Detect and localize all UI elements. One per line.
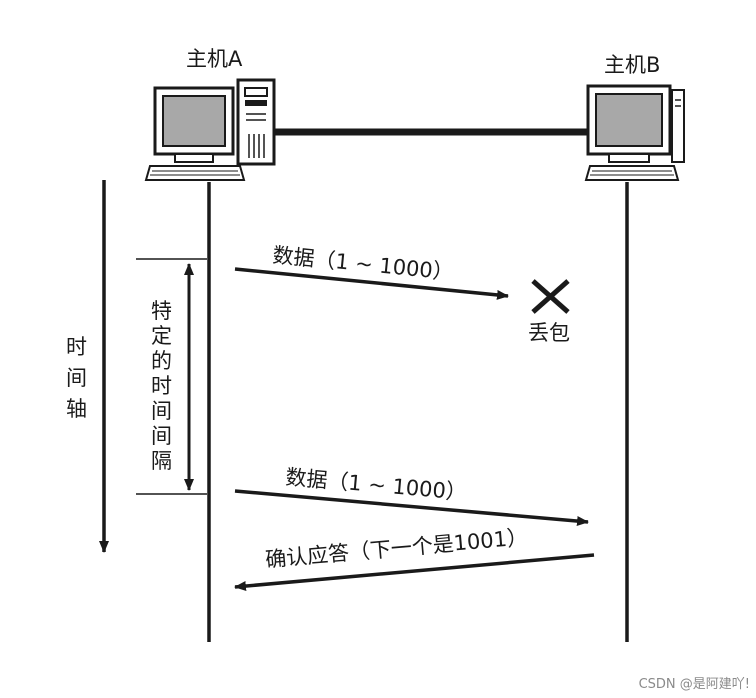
time-axis-char: 间 [66,366,87,390]
interval-char: 特 [151,299,172,323]
interval-char: 间 [151,424,172,448]
time-axis-char: 时 [66,335,87,359]
host-b-computer-icon [584,84,685,181]
interval-char: 的 [151,349,172,373]
time-axis-char: 轴 [66,397,87,421]
first-data-arrow [234,267,509,300]
watermark-text: CSDN @是阿建吖! [638,677,750,692]
first-data-label: 数据（1 ~ 1000） [272,243,455,285]
packet-lost-label: 丢包 [528,321,570,345]
host-a-computer-icon [144,78,276,181]
interval-char: 时 [151,374,172,398]
time-axis-label: 时 间 轴 [66,335,87,421]
interval-char: 间 [151,399,172,423]
host-b-label: 主机B [604,53,660,77]
host-a-label: 主机A [186,47,243,71]
packet-lost-x-icon [531,279,570,314]
retransmit-data-arrow [234,489,589,527]
ack-arrow [234,553,595,592]
interval-char: 隔 [151,449,172,473]
interval-char: 定 [151,324,172,348]
interval-label: 特 定 的 时 间 间 隔 [151,299,172,473]
